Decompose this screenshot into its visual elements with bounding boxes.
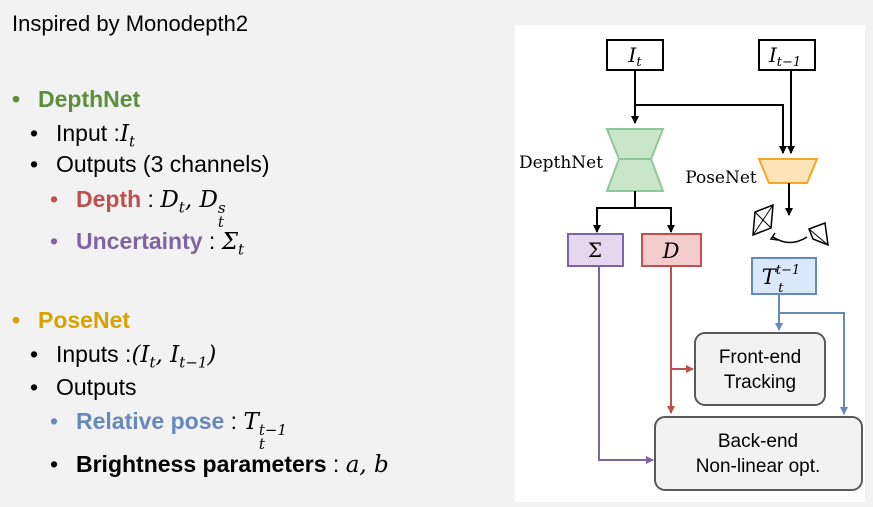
bullet-icon: • — [30, 374, 39, 400]
depthnet-input-row: • Input : It — [30, 120, 135, 151]
backend-optimization-node: Back-end Non-linear opt. — [654, 416, 863, 491]
posenet-node — [757, 158, 819, 184]
pipeline-diagram: It It−1 DepthNet PoseNet Σ — [519, 39, 863, 491]
depthnet-outputs-row: • Outputs (3 channels) — [30, 151, 270, 178]
posenet-outputs-label: Outputs — [56, 374, 137, 400]
brightness-label: Brightness parameters — [76, 451, 327, 477]
depthnet-heading-row: • DepthNet — [12, 86, 140, 113]
bullet-icon: • — [50, 228, 59, 254]
frame-t1-node: It−1 — [758, 39, 816, 71]
relpose-label: Relative pose — [76, 408, 225, 434]
posenet-inputs-label: Inputs : — [56, 341, 132, 367]
pipeline-diagram-panel: It It−1 DepthNet PoseNet Σ — [515, 25, 865, 502]
arrow-pose-to-backend — [779, 312, 848, 415]
depthnet-input-label: Input : — [56, 120, 120, 146]
posenet-outputs-row: • Outputs — [30, 374, 137, 401]
brightness-output-row: • Brightness parameters : a, b — [50, 451, 389, 478]
arrow-it-to-posenet — [635, 104, 787, 154]
bullet-icon: • — [12, 307, 21, 333]
depthnet-input-math: It — [119, 121, 136, 151]
frame-t-node: It — [606, 39, 664, 71]
depthnet-outputs-label: Outputs (3 channels) — [56, 151, 270, 177]
frontend-tracking-node: Front-end Tracking — [694, 332, 826, 406]
bullet-icon: • — [30, 151, 39, 177]
d-label: D — [662, 239, 680, 263]
depth-label: Depth — [76, 186, 142, 212]
frontend-line1: Front-end — [719, 347, 801, 368]
bullet-icon: • — [30, 341, 39, 367]
bullet-icon: • — [50, 408, 59, 434]
frontend-line2: Tracking — [724, 372, 796, 393]
depthnet-diagram-label: DepthNet — [519, 153, 603, 173]
posenet-heading: PoseNet — [38, 307, 131, 333]
bullet-icon: • — [50, 451, 59, 477]
backend-line2: Non-linear opt. — [696, 456, 821, 477]
uncertainty-label: Uncertainty — [76, 228, 203, 254]
bullet-icon: • — [30, 120, 39, 146]
uncertainty-math: : Σt — [202, 228, 245, 259]
slide-title: Inspired by Monodepth2 — [12, 11, 249, 36]
arrow-sigma-to-backend — [598, 266, 654, 464]
posenet-diagram-label: PoseNet — [685, 168, 757, 188]
backend-line1: Back-end — [718, 431, 798, 452]
posenet-inputs-math: (It, It−1) — [131, 342, 217, 372]
sigma-label: Σ — [588, 238, 602, 262]
sigma-node: Σ — [567, 233, 624, 267]
posenet-heading-row: • PoseNet — [12, 307, 130, 334]
bullet-icon: • — [50, 186, 59, 212]
posenet-inputs-row: • Inputs : (It, It−1) — [30, 341, 216, 372]
d-node: D — [641, 233, 702, 267]
depthnet-split — [596, 207, 672, 230]
bullet-icon: • — [12, 86, 21, 112]
uncertainty-output-row: • Uncertainty : Σt — [50, 228, 244, 259]
camera-pose-icon — [752, 203, 829, 247]
depthnet-heading: DepthNet — [38, 86, 141, 112]
depthnet-node — [605, 128, 665, 192]
brightness-math: : a, b — [326, 451, 389, 478]
